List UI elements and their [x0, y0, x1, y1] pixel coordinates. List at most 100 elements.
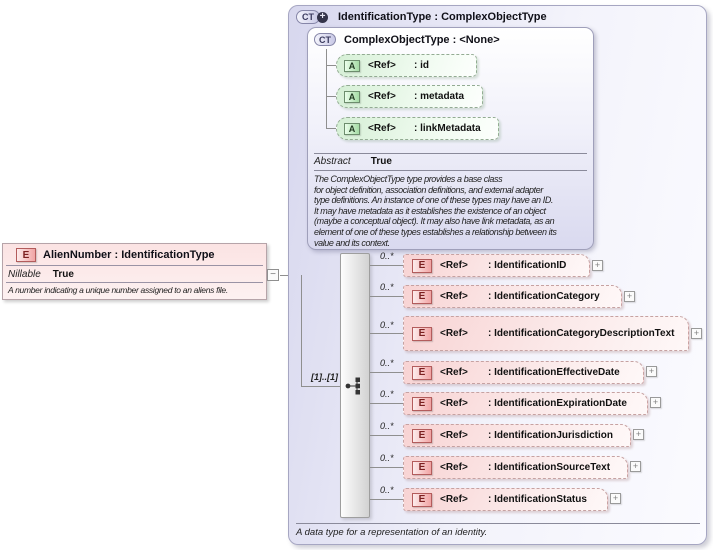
attribute-name: : id [414, 60, 429, 71]
connector-line [370, 467, 403, 468]
element-badge-icon: E [16, 248, 36, 262]
occurs-label: 0..* [380, 251, 394, 261]
expand-icon[interactable]: + [630, 461, 641, 472]
connector-line [326, 96, 336, 97]
occurs-label: 0..* [380, 358, 394, 368]
divider [314, 170, 587, 171]
type-documentation: A data type for a representation of an i… [296, 527, 488, 538]
connector-line [370, 296, 403, 297]
abstract-value: True [370, 156, 392, 167]
ref-label: <Ref> [440, 291, 468, 302]
connector-line [326, 49, 327, 129]
ref-label: <Ref> [368, 60, 396, 71]
expand-icon[interactable]: + [624, 291, 635, 302]
abstract-row: Abstract True [314, 156, 392, 167]
element-box-identification-category[interactable]: E <Ref> : IdentificationCategory [403, 285, 622, 308]
element-badge-icon: E [412, 492, 432, 507]
sequence-icon [344, 376, 366, 401]
base-type-documentation: The ComplexObjectType type provides a ba… [314, 174, 557, 248]
expand-icon[interactable]: + [650, 397, 661, 408]
element-badge-icon: E [412, 365, 432, 380]
element-badge-icon: E [412, 258, 432, 273]
extension-plus-icon: + [317, 11, 328, 23]
attribute-box-metadata[interactable]: A <Ref> : metadata [336, 85, 483, 108]
element-badge-icon: E [412, 460, 432, 475]
expand-icon[interactable]: + [691, 328, 702, 339]
element-name: : IdentificationID [488, 260, 567, 271]
ref-label: <Ref> [368, 123, 396, 134]
divider [6, 282, 263, 283]
element-badge-icon: E [412, 428, 432, 443]
element-badge-icon: E [412, 326, 432, 341]
element-badge-icon: E [412, 396, 432, 411]
occurs-label: 0..* [380, 389, 394, 399]
connector-line [326, 128, 336, 129]
element-box-identification-status[interactable]: E <Ref> : IdentificationStatus [403, 488, 608, 511]
connector-line [370, 265, 403, 266]
attribute-name: : metadata [414, 91, 465, 102]
collapse-icon[interactable]: − [267, 269, 279, 281]
divider [6, 265, 263, 266]
occurs-label: 0..* [380, 421, 394, 431]
element-name: : IdentificationJurisdiction [488, 430, 614, 441]
element-box-identification-category-description-text[interactable]: E <Ref> : IdentificationCategoryDescript… [403, 316, 689, 351]
ref-label: <Ref> [440, 398, 468, 409]
expand-icon[interactable]: + [633, 429, 644, 440]
expand-icon[interactable]: + [610, 493, 621, 504]
element-name: : IdentificationExpirationDate [488, 398, 627, 409]
ref-label: <Ref> [368, 91, 396, 102]
occurs-label: 0..* [380, 282, 394, 292]
element-name: : IdentificationStatus [488, 494, 587, 505]
element-name: : IdentificationCategoryDescriptionText [488, 327, 675, 339]
attribute-badge-icon: A [344, 59, 360, 72]
alien-number-header: E AlienNumber : IdentificationType [8, 248, 215, 262]
element-name: : IdentificationEffectiveDate [488, 367, 620, 378]
alien-number-element-box[interactable]: E AlienNumber : IdentificationType Nilla… [2, 243, 267, 300]
element-box-identification-id[interactable]: E <Ref> : IdentificationID [403, 254, 590, 277]
divider [296, 523, 700, 524]
connector-line [301, 386, 345, 387]
base-type-title: ComplexObjectType : <None> [344, 33, 500, 46]
element-name: : IdentificationSourceText [488, 462, 611, 473]
occurs-label: 0..* [380, 320, 394, 330]
attribute-box-link-metadata[interactable]: A <Ref> : linkMetadata [336, 117, 499, 140]
nillable-label: Nillable [8, 269, 41, 280]
nillable-value: True [52, 269, 74, 280]
ref-label: <Ref> [440, 462, 468, 473]
ref-label: <Ref> [440, 367, 468, 378]
element-box-identification-source-text[interactable]: E <Ref> : IdentificationSourceText [403, 456, 628, 479]
occurs-label: 0..* [380, 485, 394, 495]
element-box-identification-expiration-date[interactable]: E <Ref> : IdentificationExpirationDate [403, 392, 648, 415]
connector-line [370, 403, 403, 404]
cardinality-label: [1]..[1] [311, 372, 338, 382]
connector-line [370, 333, 403, 334]
alien-number-description: A number indicating a unique number assi… [8, 285, 228, 295]
element-box-identification-jurisdiction[interactable]: E <Ref> : IdentificationJurisdiction [403, 424, 631, 447]
occurs-label: 0..* [380, 453, 394, 463]
type-title: IdentificationType : ComplexObjectType [338, 11, 547, 23]
abstract-label: Abstract [314, 156, 351, 167]
connector-line [370, 499, 403, 500]
expand-icon[interactable]: + [646, 366, 657, 377]
attribute-name: : linkMetadata [414, 123, 481, 134]
attribute-badge-icon: A [344, 90, 360, 103]
attribute-box-id[interactable]: A <Ref> : id [336, 54, 477, 77]
ref-label: <Ref> [440, 494, 468, 505]
complex-object-type-box[interactable]: CT ComplexObjectType : <None> A <Ref> : … [307, 27, 594, 250]
ref-label: <Ref> [440, 328, 468, 339]
base-type-header: CT ComplexObjectType : <None> [314, 33, 500, 46]
nillable-row: Nillable True [8, 269, 74, 280]
divider [314, 153, 587, 154]
connector-line [301, 275, 302, 387]
element-badge-icon: E [412, 289, 432, 304]
alien-number-title: AlienNumber : IdentificationType [43, 249, 215, 261]
connector-line [326, 65, 336, 66]
ref-label: <Ref> [440, 260, 468, 271]
element-box-identification-effective-date[interactable]: E <Ref> : IdentificationEffectiveDate [403, 361, 644, 384]
ref-label: <Ref> [440, 430, 468, 441]
connector-line [370, 435, 403, 436]
connector-line [370, 372, 403, 373]
expand-icon[interactable]: + [592, 260, 603, 271]
complex-type-badge-icon: CT [314, 33, 336, 46]
